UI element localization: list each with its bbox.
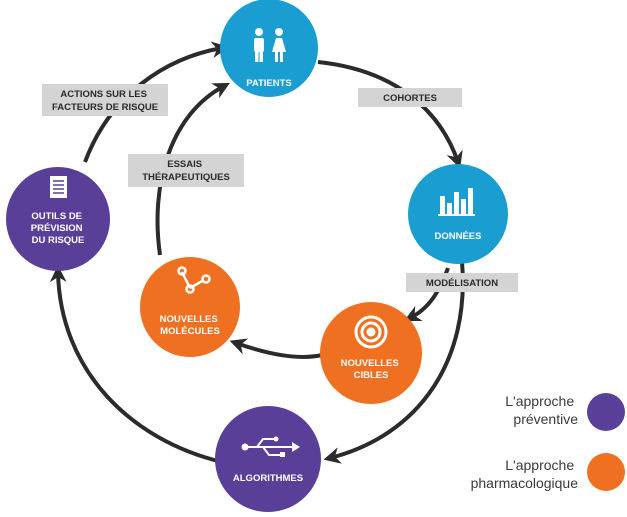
legend-pharmacologique: L'approche pharmacologique [471,453,625,491]
usb-icon [241,436,300,457]
legend-pharmacologique-text: L'approche pharmacologique [471,457,579,491]
arrow-outils-to-patients [83,41,229,163]
tag-modelisation: MODÉLISATION [406,273,518,292]
people-icon [254,28,286,62]
arrow-algorithmes-to-outils [49,265,223,464]
node-algorithmes: ALGORITHMES [215,406,321,512]
document-icon [50,176,67,198]
node-outils-prevision: OUTILS DE PRÉVISION DU RISQUE [6,167,110,271]
tag-actions-facteurs-risque: ACTIONS SUR LES FACTEURS DE RISQUE [42,84,168,116]
svg-text:ACTIONS SUR LES FACTEURS: ACTIONS SUR LES FACTEURS DE RISQUE [52,89,158,113]
tag-cohortes: COHORTES [358,88,462,107]
node-outils-prevision-label: OUTILS DE PRÉVISION DU RISQUE [31,211,85,246]
node-donnees-label: DONNÉES [435,231,482,242]
node-patients: PATIENTS [220,0,318,97]
tag-essais-therapeutiques: ESSAIS THÉRAPEUTIQUES [128,154,244,187]
bar-chart-icon [438,188,475,216]
svg-text:MODÉLISATION: MODÉLISATION [426,278,498,289]
node-nouvelles-cibles-label: NOUVELLES CIBLES [341,358,402,381]
node-nouvelles-molecules: NOUVELLES MOLÉCULES [140,257,240,357]
legend-preventive-text: L'approche préventive [505,393,578,427]
node-nouvelles-cibles: NOUVELLES CIBLES [320,302,422,404]
legend-preventive: L'approche préventive [505,393,625,431]
legend-preventive-swatch [587,393,625,431]
node-donnees: DONNÉES [408,164,508,264]
molecule-icon [177,266,211,294]
arrow-patients-to-donnees [317,60,463,169]
svg-text:ESSAIS THÉRAPEUTIQUES: ESSAIS THÉRAPEUTIQUES [142,159,230,183]
arrow-donnees-to-algorithmes [323,261,465,464]
node-patients-label: PATIENTS [246,78,292,89]
legend-pharmacologique-swatch [587,453,625,491]
node-algorithmes-label: ALGORITHMES [233,473,303,484]
svg-text:COHORTES: COHORTES [383,93,437,104]
node-nouvelles-molecules-label: NOUVELLES MOLÉCULES [160,314,221,337]
arrow-cibles-to-molecules [229,338,323,359]
target-icon [354,315,388,349]
